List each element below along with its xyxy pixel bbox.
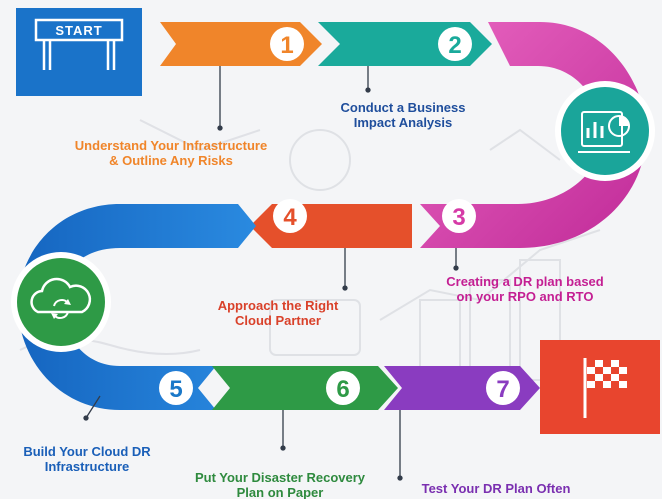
step-7-number: 7 bbox=[496, 376, 509, 403]
step-2-number: 2 bbox=[448, 32, 461, 59]
step-6-badge bbox=[326, 371, 360, 405]
step-4-badge bbox=[273, 199, 307, 233]
step-3-label: Creating a DR plan based on your RPO and… bbox=[446, 274, 604, 304]
step-2-badge bbox=[438, 27, 472, 61]
step-2-label: Conduct a Business Impact Analysis bbox=[340, 100, 466, 130]
step-6-label: Put Your Disaster Recovery Plan on Paper bbox=[194, 470, 366, 499]
checkered-flag-icon bbox=[540, 340, 660, 434]
step-5-number: 5 bbox=[169, 376, 182, 403]
step-3-number: 3 bbox=[452, 204, 465, 231]
step-4-label: Approach the Right Cloud Partner bbox=[217, 298, 339, 328]
step-5-badge bbox=[159, 371, 193, 405]
step-1-label: Understand Your Infrastructure & Outline… bbox=[74, 138, 268, 168]
step-6-number: 6 bbox=[336, 376, 349, 403]
step-1-badge bbox=[270, 27, 304, 61]
step-6-arrow bbox=[212, 366, 398, 410]
step-3-curve bbox=[420, 22, 647, 248]
chart-analysis-icon bbox=[555, 81, 655, 181]
step-1-number: 1 bbox=[280, 32, 293, 59]
step-7-label: Test Your DR Plan Often bbox=[421, 481, 571, 496]
step-4-number: 4 bbox=[283, 204, 297, 231]
step-3-badge bbox=[442, 199, 476, 233]
start-sign-text: START bbox=[55, 23, 102, 38]
step-7-badge bbox=[486, 371, 520, 405]
start-sign-icon bbox=[16, 8, 142, 96]
cloud-sync-icon bbox=[11, 252, 111, 352]
step-5-label: Build Your Cloud DR Infrastructure bbox=[23, 444, 151, 474]
label-connectors bbox=[83, 66, 459, 481]
